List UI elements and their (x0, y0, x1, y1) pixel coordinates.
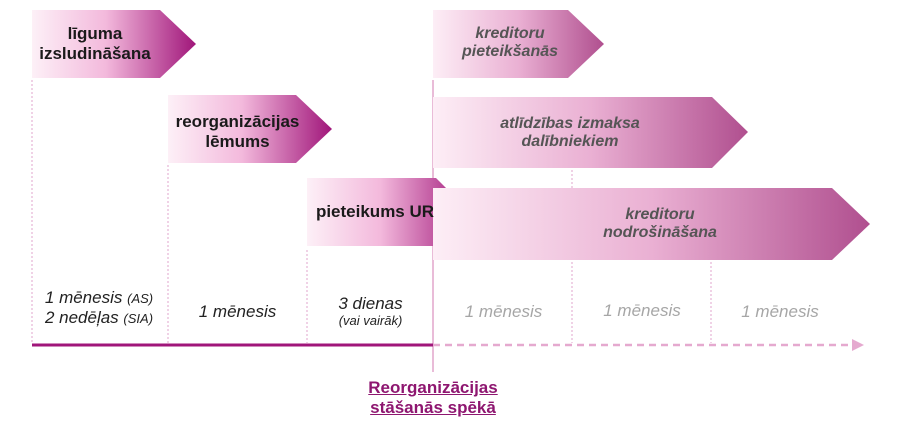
arrow-atlidzibas-izmaksa (433, 97, 748, 168)
arrow-kreditoru-pieteiksanas (433, 10, 604, 78)
duration-label-2: 1 mēnesis (198, 302, 277, 321)
duration-label-3: 3 dienas (vai vairāk) (338, 294, 403, 328)
step-label-liguma-izsludinasana: līguma izsludināšana (39, 24, 151, 63)
milestone-label: Reorganizācijas stāšanās spēkā (368, 378, 498, 417)
duration-label-6: 1 mēnesis (741, 302, 819, 321)
step-label-kreditoru-nodrosinasana: kreditoru nodrošināšana (603, 206, 717, 242)
duration-label-1: 1 mēnesis (AS) 2 nedēļas (SIA) (44, 288, 154, 327)
arrow-reorganizacijas-lemums (168, 95, 332, 163)
arrow-kreditoru-nodrosinasana (433, 188, 870, 260)
arrow-pieteikums-ur (307, 178, 470, 246)
step-label-atlidzibas-izmaksa: atlīdzības izmaksa dalībniekiem (500, 115, 640, 151)
step-label-kreditoru-pieteiksanas: kreditoru pieteikšanās (461, 25, 559, 61)
duration-label-4: 1 mēnesis (464, 302, 543, 321)
step-label-pieteikums-ur: pieteikums UR (315, 202, 435, 221)
duration-label-5: 1 mēnesis (603, 301, 681, 320)
step-label-reorganizacijas-lemums: reorganizācijas lēmums (175, 112, 300, 151)
arrow-liguma-izsludinasana (32, 10, 196, 78)
timeline-axis-arrowhead (852, 339, 864, 351)
